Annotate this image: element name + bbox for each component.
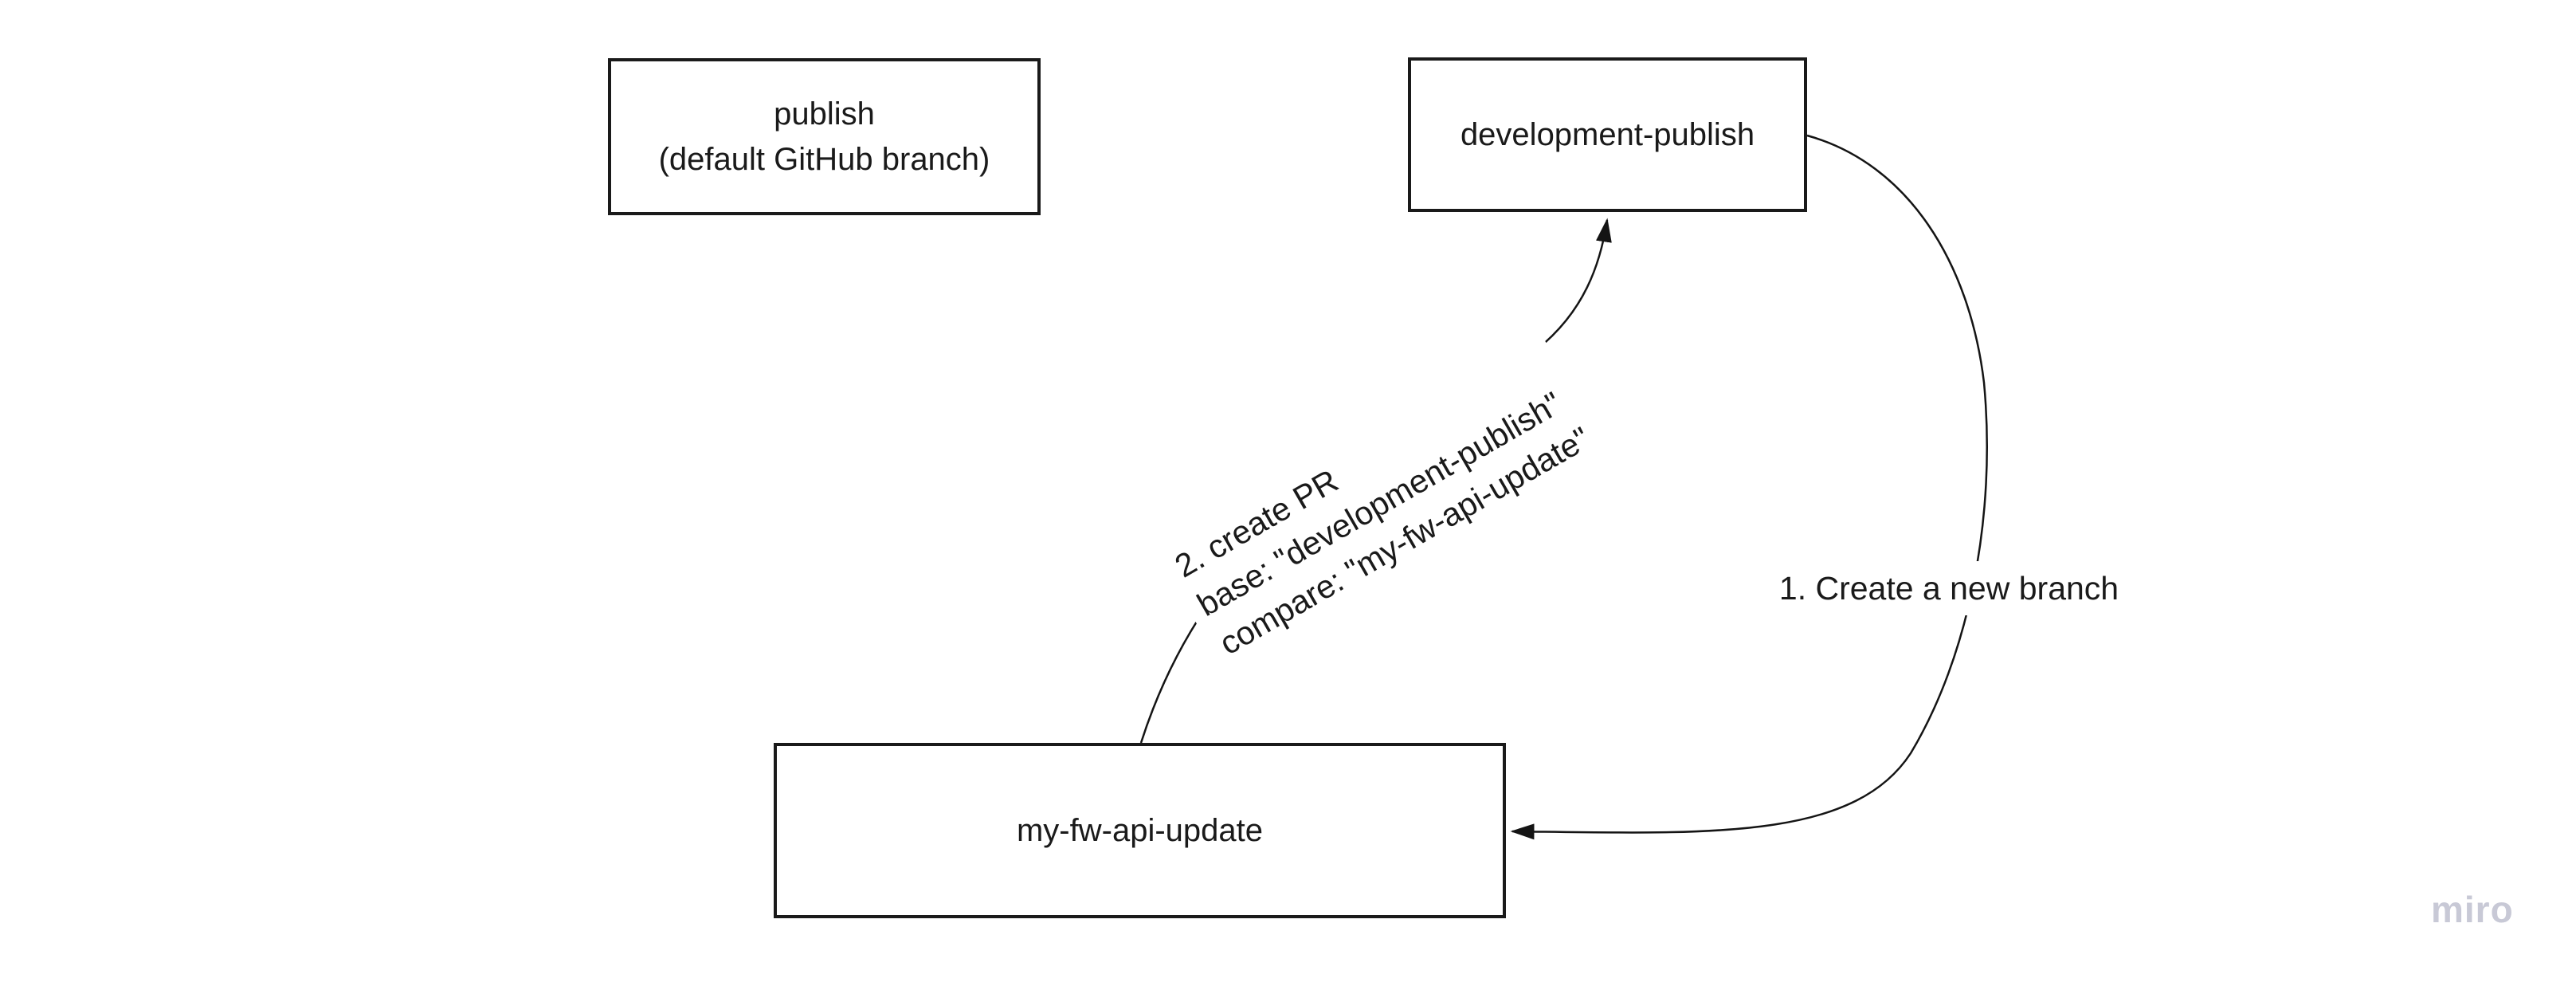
node-development-publish[interactable]: development-publish — [1408, 57, 1807, 212]
node-publish-label-line-2: (default GitHub branch) — [658, 141, 990, 177]
node-publish-label-line-1: publish — [774, 96, 875, 132]
miro-watermark: miro — [2431, 889, 2514, 930]
connector-label-create-branch[interactable]: 1. Create a new branch — [1769, 561, 2129, 615]
connector-label-create-branch-text: 1. Create a new branch — [1778, 570, 2119, 607]
node-development-publish-label: development-publish — [1460, 116, 1755, 152]
node-publish[interactable]: publish (default GitHub branch) — [608, 58, 1041, 215]
connector-create-branch-line[interactable] — [1510, 134, 1988, 840]
node-my-fw-api-update[interactable]: my-fw-api-update — [774, 743, 1506, 918]
node-my-fw-api-update-label: my-fw-api-update — [1016, 812, 1263, 848]
